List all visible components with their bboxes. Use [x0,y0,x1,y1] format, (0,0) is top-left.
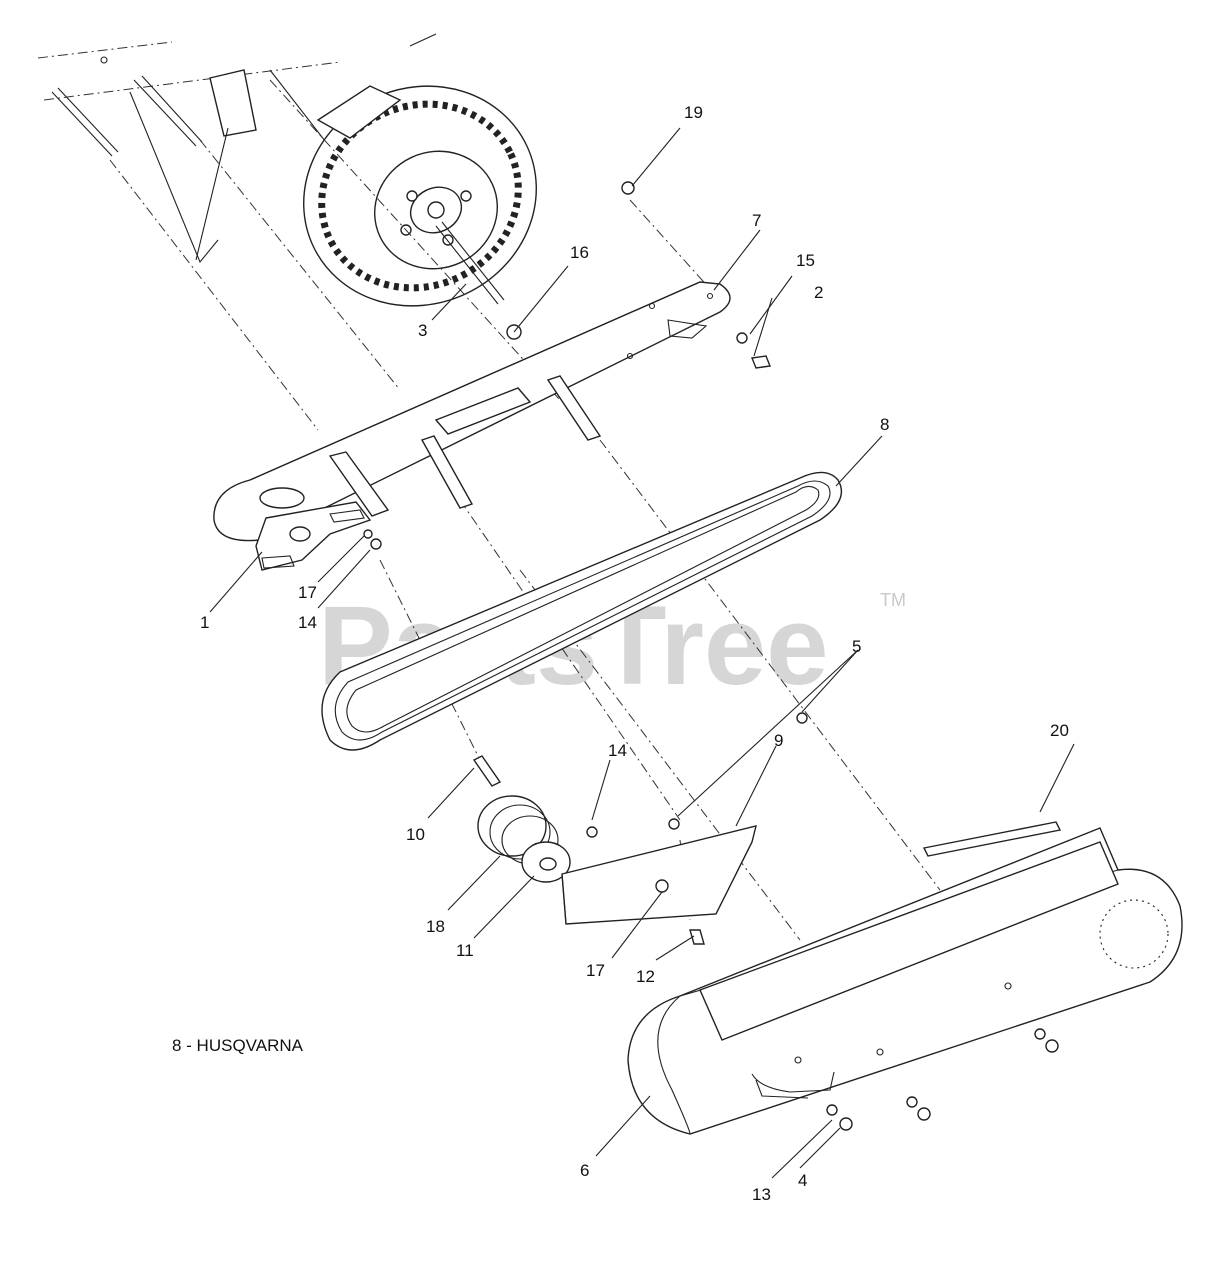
callout-17-left: 17 [298,583,317,602]
callout-14-center: 14 [608,741,627,760]
wheel-assembly [303,85,537,307]
callout-19: 19 [684,103,703,122]
callout-9: 9 [774,731,783,750]
callout-8: 8 [880,415,889,434]
callout-20: 20 [1050,721,1069,740]
callout-14-left: 14 [298,613,317,632]
callout-10: 10 [406,825,425,844]
diagram-caption: 8 - HUSQVARNA [172,1036,303,1055]
callout-11: 11 [456,941,474,960]
callout-6: 6 [580,1161,589,1180]
frame-top-left [37,33,437,264]
callout-13: 13 [752,1185,771,1204]
callout-3: 3 [418,321,427,340]
belt-cover-plate [213,281,731,542]
callouts: 1 2 3 4 5 6 7 8 9 10 11 12 13 14 14 15 1… [200,103,1069,1204]
callout-12: 12 [636,967,655,986]
belt-guard [627,827,1183,1135]
callout-7: 7 [752,211,761,230]
callout-17-lower: 17 [586,961,605,980]
idler-bracket [255,501,382,571]
rod [922,821,1062,857]
mounting-plate [561,712,808,945]
callout-16: 16 [570,243,589,262]
pulley [477,795,571,883]
pins [328,375,602,787]
callout-2: 2 [814,283,823,302]
callout-5: 5 [852,637,861,656]
cover-vent-grille [434,387,532,435]
callout-15: 15 [796,251,815,270]
assembly-lines [109,79,941,941]
callout-4: 4 [798,1171,807,1190]
watermark-tm: TM [880,590,906,610]
callout-18: 18 [426,917,445,936]
callout-1: 1 [200,613,209,632]
leader-lines [209,127,1075,1179]
drive-belt [321,471,843,751]
